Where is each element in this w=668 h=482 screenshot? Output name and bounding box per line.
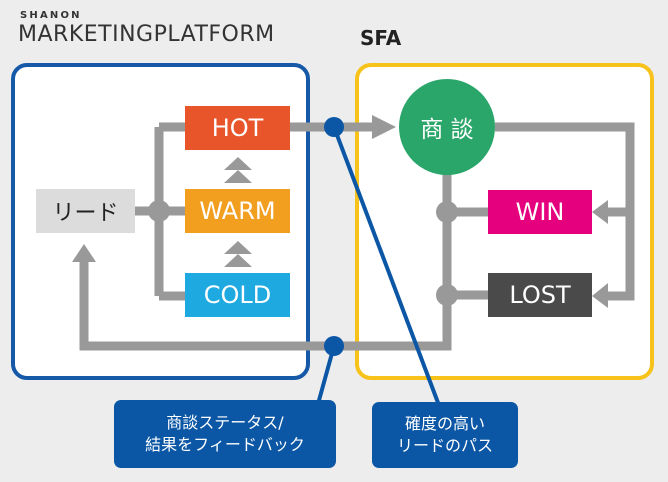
feedback-caption-line2: 結果をフィードバック <box>145 435 305 454</box>
junction-win <box>436 201 458 223</box>
warm-to-hot-arrows <box>224 157 252 183</box>
pass-caption: 確度の高い リードのパス <box>372 402 518 468</box>
pass-caption-line2: リードのパス <box>396 436 493 455</box>
hot-box <box>185 106 290 150</box>
junction-lead <box>148 200 170 222</box>
feedback-caption-line1: 商談ステータス/ <box>166 413 284 432</box>
connector-lines <box>79 122 635 351</box>
negotiation-circle <box>399 79 495 175</box>
lost-box <box>488 273 592 317</box>
callout-dot-pass <box>324 117 344 137</box>
negotiation-label: 商 談 <box>420 117 474 143</box>
brand-top-text: SHANON <box>20 10 82 21</box>
win-box <box>488 190 592 234</box>
lead-label: リード <box>52 201 119 226</box>
feedback-caption: 商談ステータス/ 結果をフィードバック <box>114 400 336 468</box>
junction-lost <box>436 284 458 306</box>
callout-dot-feedback <box>324 336 344 356</box>
pass-caption-line1: 確度の高い <box>404 414 485 433</box>
arrow-to-lead <box>72 244 96 262</box>
warm-box <box>185 189 290 233</box>
cold-to-warm-arrows <box>224 241 252 267</box>
hot-label: HOT <box>211 114 264 142</box>
brand-name: MARKETINGPLATFORM <box>18 22 275 47</box>
lead-box <box>36 189 135 233</box>
arrow-to-win <box>592 200 608 224</box>
cold-label: COLD <box>203 281 272 309</box>
arrow-to-lost <box>592 283 608 308</box>
arrow-to-negotiation <box>372 115 396 139</box>
warm-label: WARM <box>199 197 276 225</box>
sfa-title: SFA <box>360 26 402 50</box>
cold-box <box>185 273 290 317</box>
win-label: WIN <box>515 198 565 226</box>
lost-label: LOST <box>509 281 571 309</box>
callout-lines <box>316 126 442 409</box>
